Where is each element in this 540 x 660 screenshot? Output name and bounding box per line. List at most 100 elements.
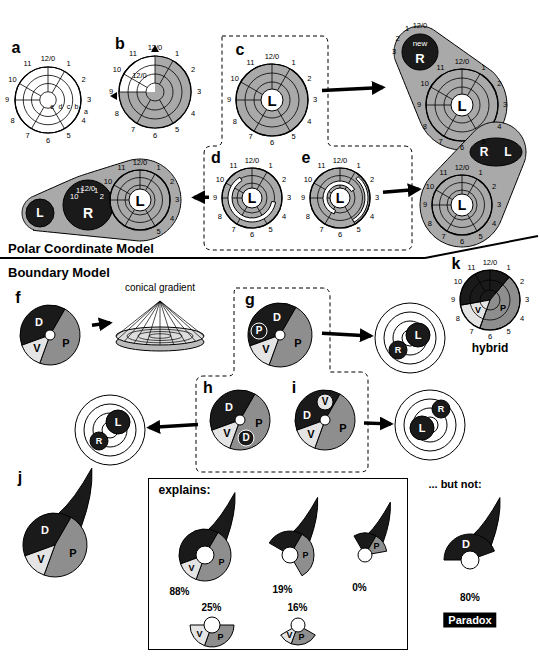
panel-shape: a [5,38,95,146]
panel-letter: e [302,150,311,166]
clock-number: 3 [313,96,317,104]
dashed-enclosure [196,288,368,472]
tissue-sector [250,335,280,365]
clock-number: 11 [129,50,137,58]
clock-number: 8 [115,110,119,118]
ring [432,175,492,235]
radial-line [431,87,454,101]
center-circle [45,330,55,340]
tissue-sector [212,420,240,448]
cone-line [160,301,202,339]
panel-shape: VP25% [178,600,248,646]
process-arrow [322,333,371,336]
region-label: hybrid [472,342,509,354]
clock-number: 12/0 [265,53,280,61]
ring [375,303,445,373]
region-label: P [62,338,69,349]
region-label: P [294,338,301,349]
limb-disc [106,410,130,434]
clock-number: 6 [488,333,492,341]
explanation-box: explains:VP88%P19%P0%VP25%VP16% [148,478,408,650]
radial-line [32,107,44,128]
region-label: L [458,198,467,212]
region-label: 0% [352,583,366,593]
region-label: R [438,405,445,414]
center-circle [275,330,285,340]
radial-line [277,108,291,131]
clock-number: 6 [460,238,464,246]
clock-number: 9 [423,201,427,209]
clock-number: 7 [319,226,323,234]
region-label: L [36,207,43,219]
panel-letter: j [18,470,22,486]
clock-number: 9 [417,101,421,109]
ring [15,67,81,133]
clock-number: 11 [230,162,238,170]
radial-line [241,82,264,96]
process-arrow [149,425,198,428]
limb-disc [389,341,407,359]
removed-center [196,546,214,564]
region-label: D [273,312,281,323]
center-disc [129,189,151,211]
clock-number: 10 [216,176,224,184]
clock-number: 10 [304,176,312,184]
clock-number: 12/0 [455,58,470,66]
radial-line [444,113,458,136]
clock-number: 10 [104,178,112,186]
panel-letter: a [12,40,21,56]
clock-number: 3 [175,196,179,204]
region-label: D [303,410,311,421]
panel-shape: kVPhybrid [448,255,536,357]
tissue-sector [228,177,276,222]
clock-number: 9 [227,96,231,104]
clock-number: 1 [175,50,179,58]
clock-number: 4 [370,213,374,221]
tissue-sector [40,309,80,365]
clock-number: 7 [248,133,252,141]
region-label: 88% [169,587,189,597]
clock-number: 3 [87,96,91,104]
clock-number: 2 [282,176,286,184]
region-label: P [256,326,263,336]
radial-line [496,277,509,292]
region-label: P [302,550,308,559]
clock-number: 1 [66,61,70,69]
clock-number: 11 [440,169,448,177]
clock-number: 7 [231,226,235,234]
region-label: R [83,206,93,220]
clock-number: 9 [451,296,455,304]
region-label: R [96,437,103,446]
limb-disc [110,170,170,230]
radial-line [490,270,491,290]
clock-number: 9 [109,88,113,96]
ring [75,395,145,465]
region-label: V [307,429,314,440]
clock-number: 11 [437,64,445,72]
region-label: P [500,304,506,313]
clock-number: 11 [468,264,476,272]
panel-shape: P19% [258,494,324,594]
clock-number: 6 [270,139,274,147]
clock-number: 10 [421,80,429,88]
ring [84,404,136,456]
center-disc [330,188,350,208]
region-label: conical gradient [125,283,195,293]
ring [395,390,465,460]
ring [110,170,170,230]
clock-number: 5 [506,328,510,336]
clock-number: 1 [478,169,482,177]
region-label: D [462,539,470,550]
limb-disc [119,56,191,128]
region-label: P [218,557,224,566]
ring [236,64,308,136]
clock-number: 7 [25,132,29,140]
process-arrow [383,189,419,192]
panel-shape: hDVPD [200,382,280,462]
ring [384,312,436,364]
region-label: L [115,417,122,428]
region-label: V [322,397,329,407]
divider-line [0,257,425,259]
region-label: V [286,630,292,639]
tissue-sector [297,420,325,448]
